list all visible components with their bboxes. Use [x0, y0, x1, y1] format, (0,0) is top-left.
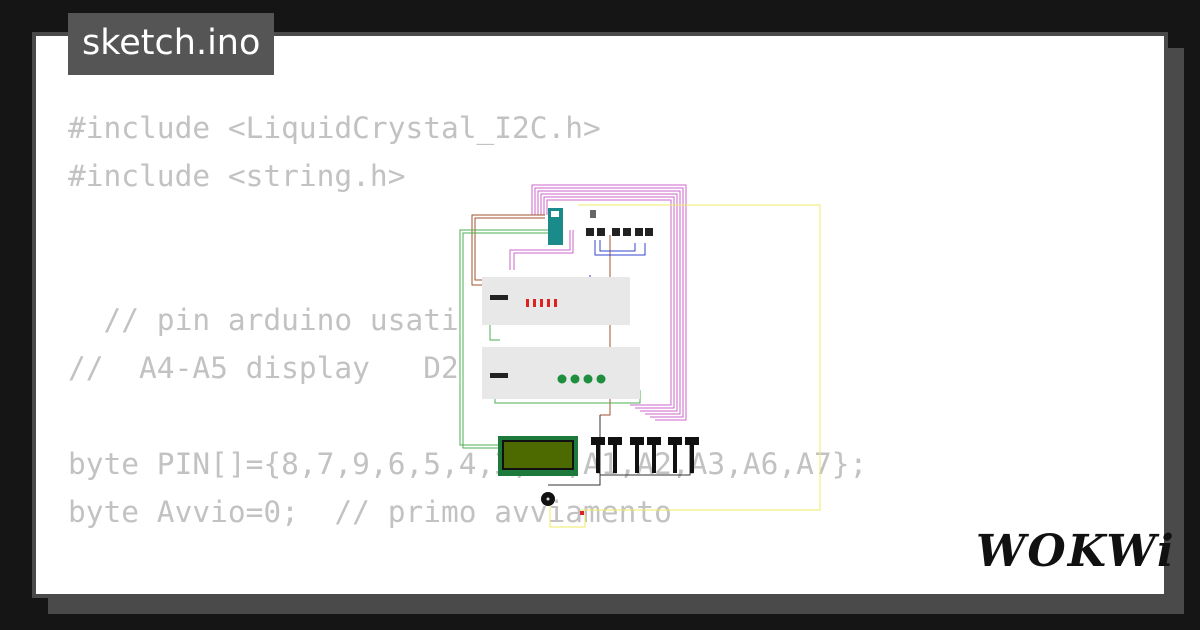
- wokwi-logo: WOKWi: [976, 526, 1176, 577]
- circuit-diagram: [459, 184, 821, 528]
- code-line: //: [68, 584, 867, 594]
- buzzer: [541, 492, 555, 506]
- code-line: // A4-A5 display D2: [68, 351, 459, 385]
- arduino-nano: [548, 208, 563, 245]
- modules-row: [586, 210, 653, 236]
- yellow-wires: [549, 204, 821, 528]
- green-wires: [459, 229, 641, 449]
- code-line: // pin arduino usati: [68, 303, 459, 337]
- breadboard-bottom: [482, 347, 640, 399]
- purple-wires: [509, 184, 687, 421]
- lcd-display: [498, 436, 578, 476]
- small-led: [580, 511, 584, 515]
- code-line: [68, 536, 867, 584]
- code-preview: #include <LiquidCrystal_I2C.h> #include <…: [68, 104, 867, 594]
- file-title: sketch.ino: [68, 13, 275, 75]
- code-line: byte Avvio=0; // primo avviamento: [68, 495, 672, 529]
- code-line: #include <LiquidCrystal_I2C.h>: [68, 111, 601, 145]
- slide-potentiometers: [591, 437, 699, 473]
- breadboard-top: [482, 277, 630, 325]
- code-line: #include <string.h>: [68, 159, 406, 193]
